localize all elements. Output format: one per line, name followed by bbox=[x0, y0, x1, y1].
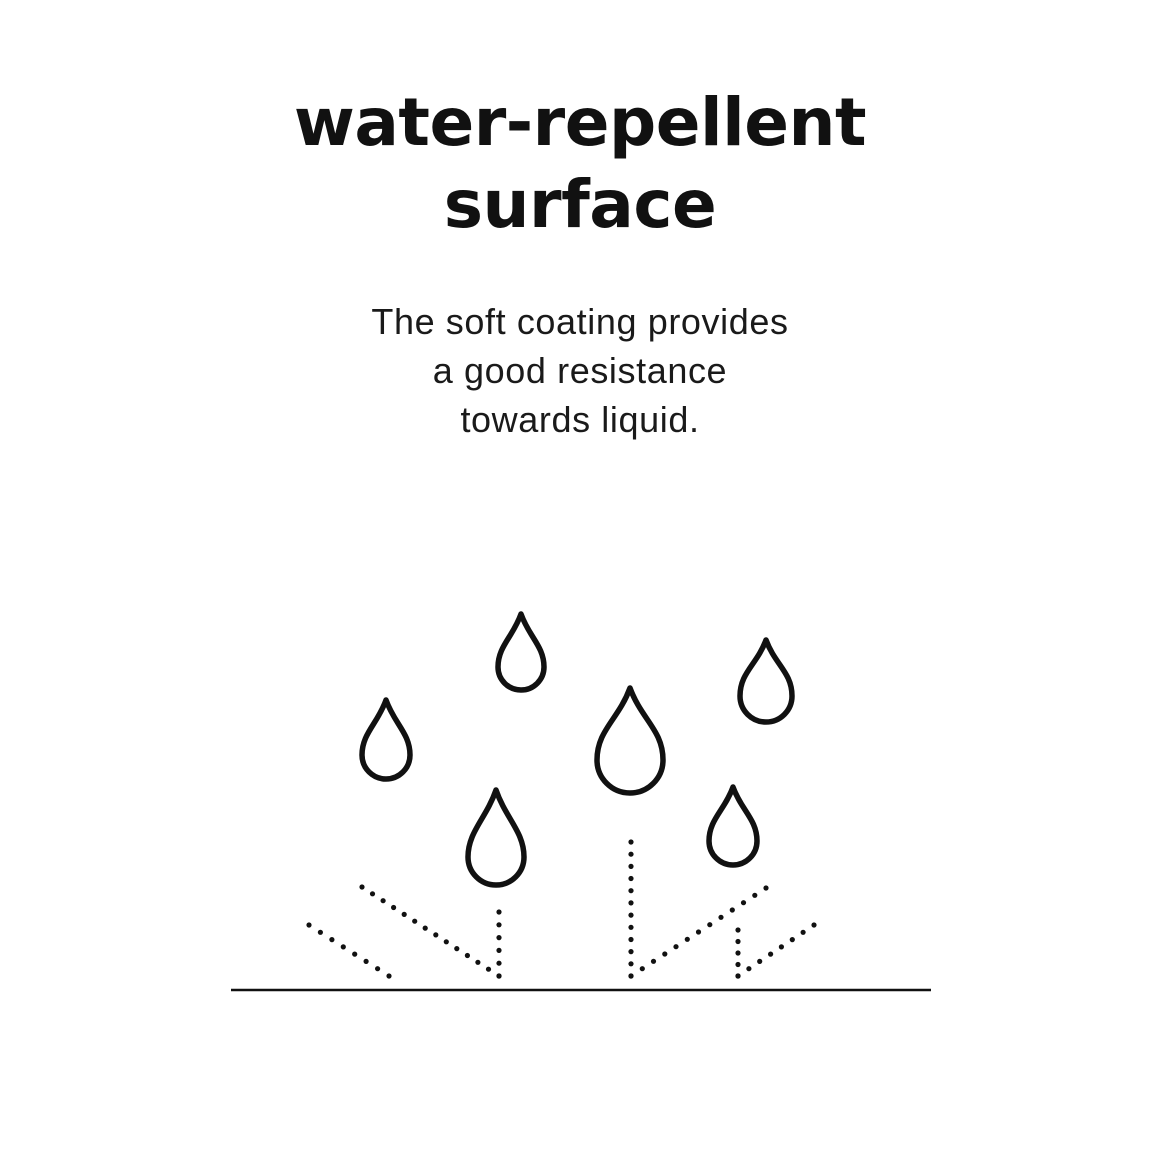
splash-dot bbox=[443, 939, 449, 945]
splash-dot bbox=[412, 918, 418, 924]
splash-dot bbox=[329, 937, 335, 943]
splash-dot bbox=[496, 947, 502, 954]
splash-dot bbox=[628, 875, 634, 882]
splash-dot bbox=[662, 951, 668, 957]
splash-dot bbox=[639, 966, 645, 972]
splash-dot bbox=[391, 904, 397, 911]
splash-dot bbox=[401, 911, 407, 918]
splash-dot bbox=[695, 929, 702, 935]
splash-dot bbox=[496, 960, 502, 966]
splash-dot bbox=[628, 888, 634, 894]
splash-dot bbox=[735, 961, 741, 968]
splash-dot bbox=[763, 885, 769, 891]
heading-line-1: water-repellent bbox=[293, 84, 867, 161]
splash-dot bbox=[359, 884, 365, 890]
water-drop-icon bbox=[465, 787, 527, 888]
splash-dot bbox=[735, 950, 741, 956]
splash-dot bbox=[673, 944, 679, 950]
description-line-1: The soft coating provides bbox=[371, 301, 789, 342]
splash-dot bbox=[707, 922, 713, 928]
splash-dot bbox=[628, 900, 634, 906]
splash-dot bbox=[306, 922, 312, 928]
splash-dot bbox=[740, 900, 747, 906]
splash-dot bbox=[375, 966, 381, 972]
splash-dot bbox=[811, 922, 817, 928]
splash-dot bbox=[628, 936, 634, 943]
splash-dot bbox=[369, 891, 376, 897]
water-drop-icon bbox=[737, 637, 795, 725]
splash-dot bbox=[735, 973, 741, 979]
splash-dot bbox=[454, 946, 460, 952]
splash-dot bbox=[735, 938, 741, 945]
splash-dot bbox=[317, 929, 323, 935]
splash-dot bbox=[496, 909, 502, 915]
splash-dot bbox=[768, 951, 774, 957]
splash-dot bbox=[363, 958, 369, 965]
heading: water-repellent surface bbox=[0, 82, 1160, 246]
splash-dot bbox=[789, 937, 795, 943]
splash-dot bbox=[752, 892, 758, 898]
splash-dot bbox=[650, 958, 657, 964]
water-drop-icon bbox=[706, 784, 760, 868]
splash-dot bbox=[496, 922, 502, 928]
splash-dot bbox=[778, 944, 785, 950]
splash-dot bbox=[628, 973, 634, 979]
splash-dot bbox=[386, 973, 392, 979]
splash-dot bbox=[746, 966, 752, 972]
splash-dot bbox=[628, 912, 634, 918]
description-line-3: towards liquid. bbox=[460, 399, 700, 440]
splash-dot bbox=[800, 929, 806, 935]
splash-dot bbox=[628, 961, 634, 967]
splash-dot bbox=[496, 935, 502, 941]
description-line-2: a good resistance bbox=[432, 350, 728, 391]
splash-dot bbox=[735, 927, 741, 933]
splash-dot bbox=[485, 966, 492, 972]
water-drop-icon bbox=[594, 685, 666, 796]
description: The soft coating provides a good resista… bbox=[0, 297, 1160, 444]
splash-dot bbox=[718, 914, 724, 920]
water-drop-icon bbox=[495, 611, 547, 693]
heading-line-2: surface bbox=[443, 166, 717, 243]
splash-dot bbox=[628, 924, 634, 930]
splash-dot bbox=[628, 949, 634, 955]
splash-dot bbox=[352, 951, 358, 957]
splash-dot bbox=[433, 932, 439, 938]
splash-dot bbox=[628, 851, 634, 857]
splash-dot bbox=[628, 839, 634, 845]
splash-dot bbox=[475, 959, 481, 965]
splash-dot bbox=[380, 898, 386, 904]
splash-dot bbox=[340, 944, 346, 950]
splash-dot bbox=[628, 863, 634, 870]
splash-dot bbox=[496, 973, 502, 979]
splash-dot bbox=[464, 952, 470, 959]
splash-dot bbox=[757, 958, 763, 965]
splash-dot bbox=[684, 936, 690, 942]
splash-dot bbox=[729, 907, 735, 913]
water-drop-icon bbox=[359, 697, 413, 782]
splash-dot bbox=[422, 925, 428, 931]
